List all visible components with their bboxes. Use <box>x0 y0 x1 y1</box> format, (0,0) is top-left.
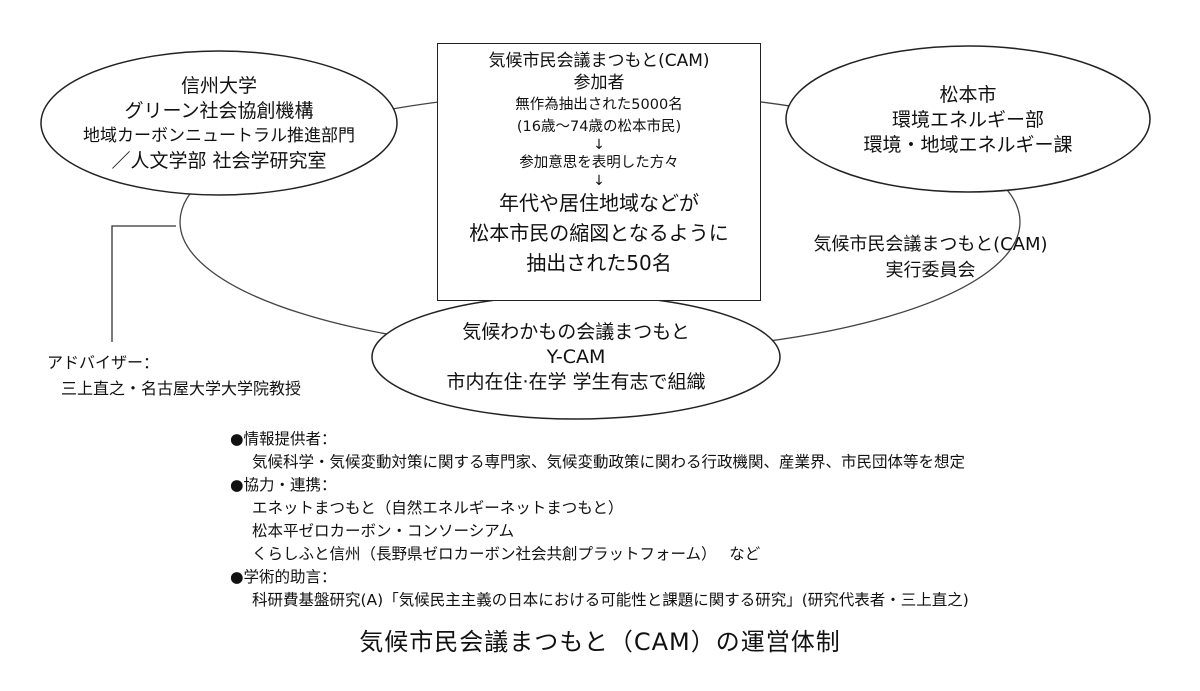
age-range-text: (16歳〜74歳の松本市民) <box>516 119 682 135</box>
participants-label: 参加者 <box>573 73 625 93</box>
ycam-line: 市内在住·在学 学生有志で組織 <box>446 370 706 393</box>
ycam-line: Y-CAM <box>546 345 606 368</box>
city-line: 環境エネルギー部 <box>891 108 1044 131</box>
advisor-block: アドバイザー： 三上直之・名古屋大学大学院教授 <box>47 350 301 402</box>
volunteered-text: 参加意思を表明した方々 <box>519 155 679 171</box>
shinshu-line: ／人文学部 社会学研究室 <box>111 150 327 172</box>
advisor-label: アドバイザー： <box>47 353 160 372</box>
notes-block: ●情報提供者： 気候科学・気候変動対策に関する専門家、気候変動政策に関わる行政機… <box>230 428 969 612</box>
selected-line: 松本市民の縮図となるように <box>469 221 729 245</box>
random-sample-text: 無作為抽出された5000名 <box>515 97 683 113</box>
info-providers-heading: ●情報提供者： <box>230 430 337 448</box>
selected-line: 年代や居住地域などが <box>499 191 699 215</box>
executive-committee-label: 気候市民会議まつもと(CAM) 実行委員会 <box>808 232 1053 284</box>
assembly-title: 気候市民会議まつもと(CAM) <box>488 51 710 71</box>
selected-line: 抽出された50名 <box>526 251 672 275</box>
down-arrow-icon: ↓ <box>593 137 605 153</box>
ycam-node: 気候わかもの会議まつもと Y-CAM 市内在住·在学 学生有志で組織 <box>378 297 774 417</box>
academic-advice-body: 科研費基盤研究(A)「気候民主主義の日本における可能性と課題に関する研究」(研究… <box>252 591 969 609</box>
shinshu-line: 信州大学 <box>180 75 257 97</box>
matsumoto-city-node: 松本市 環境エネルギー部 環境・地域エネルギー課 <box>790 52 1146 188</box>
down-arrow-icon: ↓ <box>593 173 605 189</box>
cooperation-item: 松本平ゼロカーボン・コンソーシアム <box>252 522 515 540</box>
citizens-assembly-box: 気候市民会議まつもと(CAM) 参加者 無作為抽出された5000名 (16歳〜7… <box>437 43 761 301</box>
ycam-line: 気候わかもの会議まつもと <box>462 320 690 343</box>
advisor-name: 三上直之・名古屋大学大学院教授 <box>61 379 302 398</box>
diagram-caption: 気候市民会議まつもと（CAM）の運営体制 <box>359 628 841 656</box>
city-ellipse <box>785 45 1151 193</box>
info-providers-body: 気候科学・気候変動対策に関する専門家、気候変動政策に関わる行政機関、産業界、市民… <box>252 453 966 471</box>
cooperation-heading: ●協力・連携： <box>230 476 337 494</box>
shinshu-line: グリーン社会協創機構 <box>124 100 314 122</box>
exec-line: 実行委員会 <box>885 260 976 281</box>
shinshu-university-node: 信州大学 グリーン社会協創機構 地域カーボンニュートラル推進部門 ／人文学部 社… <box>45 55 393 193</box>
city-line: 松本市 <box>939 83 997 106</box>
shinshu-line: 地域カーボンニュートラル推進部門 <box>83 126 355 146</box>
exec-line: 気候市民会議まつもと(CAM) <box>813 234 1048 255</box>
cooperation-item: くらしふと信州（長野県ゼロカーボン社会共創プラットフォーム） など <box>252 545 761 563</box>
academic-advice-heading: ●学術的助言： <box>230 568 337 586</box>
advisor-connector <box>111 225 176 342</box>
shinshu-ellipse <box>40 50 398 196</box>
city-line: 環境・地域エネルギー課 <box>863 133 1073 156</box>
cooperation-item: エネットまつもと（自然エネルギーネットまつもと） <box>252 499 624 517</box>
